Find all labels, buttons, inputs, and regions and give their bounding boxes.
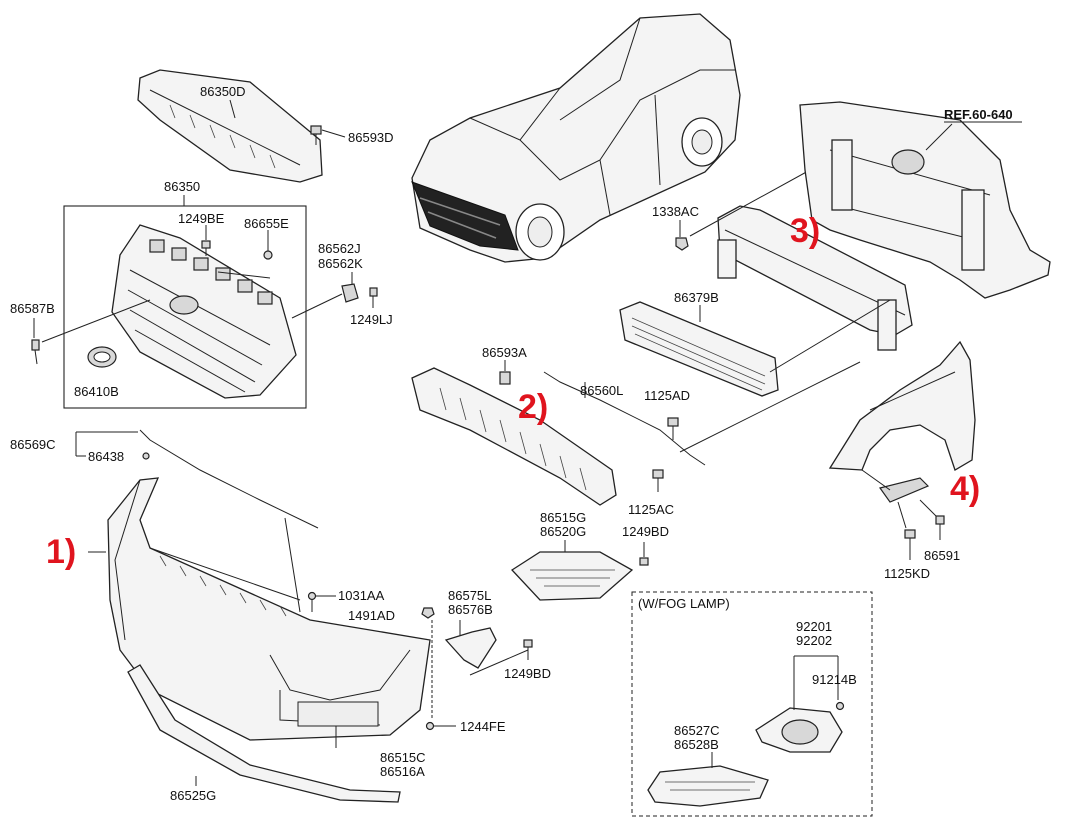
screw-1249bd-a — [469, 639, 533, 676]
clip-86593d — [310, 125, 346, 145]
label-86350d: 86350D — [200, 84, 246, 99]
molding-86569c — [75, 429, 319, 529]
label-86569c: 86569C — [10, 437, 56, 452]
label-86515g: 86515G — [540, 510, 586, 525]
label-86379b: 86379B — [674, 290, 719, 305]
label-1249lj: 1249LJ — [350, 312, 393, 327]
label-1244fe: 1244FE — [460, 719, 506, 734]
label-91214b: 91214B — [812, 672, 857, 687]
nut-1338ac — [675, 220, 689, 251]
label-1491ad: 1491AD — [348, 608, 395, 623]
label-86520g: 86520G — [540, 524, 586, 539]
label-86562k: 86562K — [318, 256, 363, 271]
fog-lamp-92201 — [755, 655, 845, 753]
label-86593a: 86593A — [482, 345, 527, 360]
label-1125kd: 1125KD — [884, 566, 930, 581]
label-1249bd-b: 1249BD — [622, 524, 669, 539]
label-fog-box-title: (W/FOG LAMP) — [638, 596, 730, 611]
screw-1031aa — [307, 591, 336, 612]
label-86528b: 86528B — [674, 737, 719, 752]
label-92201: 92201 — [796, 619, 832, 634]
label-86587b: 86587B — [10, 301, 55, 316]
clip-86587b — [31, 299, 151, 365]
part-bumper-beam — [717, 205, 913, 351]
screw-1125kd — [897, 501, 916, 560]
label-86560l: 86560L — [580, 383, 623, 398]
label-1125ad: 1125AD — [644, 388, 690, 403]
clip-86593a — [499, 360, 511, 385]
emblem-86410b — [87, 346, 117, 368]
label-86593d: 86593D — [348, 130, 394, 145]
label-86576b: 86576B — [448, 602, 493, 617]
callout-4: 4) — [950, 470, 980, 508]
label-86655e: 86655E — [244, 216, 289, 231]
label-86516a: 86516A — [380, 764, 425, 779]
part-radiator-grille — [111, 224, 297, 399]
label-86527c: 86527C — [674, 723, 720, 738]
bolt-1244fe — [425, 721, 456, 731]
bracket-86575l — [444, 620, 497, 669]
bracket-86562j — [291, 272, 378, 319]
label-1249bd-a: 1249BD — [504, 666, 551, 681]
callout-2: 2) — [518, 388, 548, 426]
part-energy-absorber — [411, 367, 617, 506]
label-1249be: 1249BE — [178, 211, 225, 226]
clip-86655e — [263, 230, 273, 260]
callout-1: 1) — [46, 533, 76, 571]
fog-lamp-box — [631, 591, 873, 817]
screw-1125ac — [652, 469, 664, 492]
callout-3: 3) — [790, 212, 820, 250]
label-ref-60-640: REF.60-640 — [944, 107, 1013, 122]
label-86350: 86350 — [164, 179, 200, 194]
fog-bezel-86527c — [647, 752, 769, 807]
label-1031aa: 1031AA — [338, 588, 385, 603]
label-1125ac: 1125AC — [628, 502, 674, 517]
wire-86560l — [543, 371, 706, 466]
part-radiator-support — [799, 101, 1051, 299]
screw-1249bd-b — [639, 542, 649, 566]
nut-1491ad — [421, 607, 435, 720]
label-86575l: 86575L — [448, 588, 491, 603]
label-86562j: 86562J — [318, 241, 361, 256]
label-92202: 92202 — [796, 633, 832, 648]
label-86525g: 86525G — [170, 788, 216, 803]
part-86350d-cover — [137, 69, 323, 183]
label-86438: 86438 — [88, 449, 124, 464]
screw-1249be — [201, 225, 211, 256]
label-86591: 86591 — [924, 548, 960, 563]
grille-box — [63, 205, 307, 409]
screw-1125ad — [667, 417, 679, 440]
part-fender — [828, 340, 976, 471]
label-86410b: 86410B — [74, 384, 119, 399]
label-1338ac: 1338AC — [652, 204, 699, 219]
part-front-bumper-cover — [107, 477, 431, 741]
part-fog-surround-86515g — [510, 540, 634, 601]
bracket-86591 — [861, 469, 945, 540]
lower-strip-86525g — [127, 664, 401, 803]
car-illustration — [411, 13, 741, 263]
part-lower-grille-86379b — [619, 301, 779, 397]
label-86515c: 86515C — [380, 750, 426, 765]
